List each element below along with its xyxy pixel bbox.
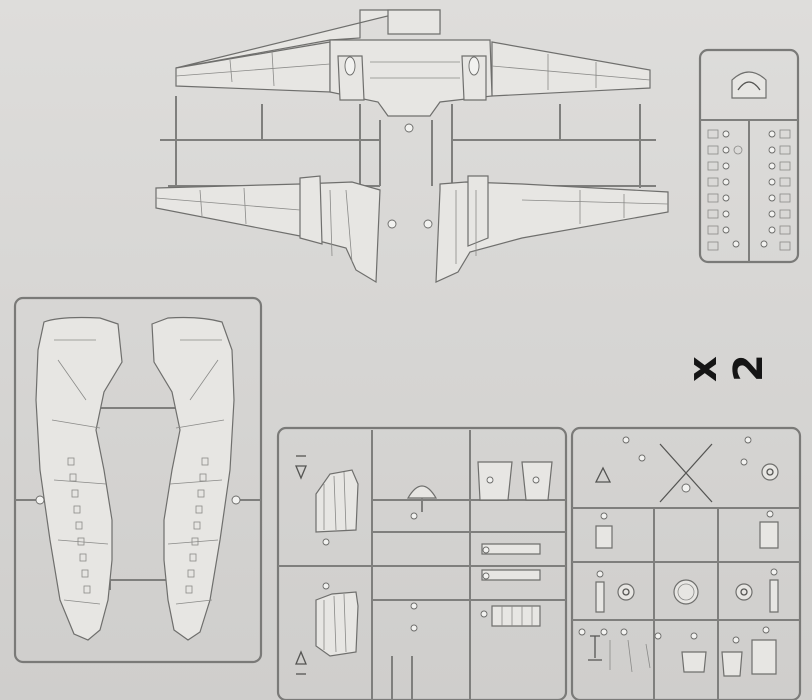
fuselage-right-half xyxy=(151,316,241,641)
detail-parts-sprue xyxy=(570,426,802,700)
wing-sprue-runners xyxy=(160,96,656,188)
lower-wing-left-part xyxy=(155,175,397,284)
wing-sprue xyxy=(155,9,669,284)
upper-wing-part xyxy=(175,9,651,133)
lower-wing-right-part xyxy=(423,175,669,283)
warning-triangle-icon xyxy=(295,455,307,675)
fuselage-sprue xyxy=(13,296,263,664)
quantity-label: x 2 xyxy=(680,350,772,382)
fuselage-left-half xyxy=(35,316,123,641)
tail-parts-sprue xyxy=(276,426,568,700)
clear-parts-sprue xyxy=(698,48,800,264)
